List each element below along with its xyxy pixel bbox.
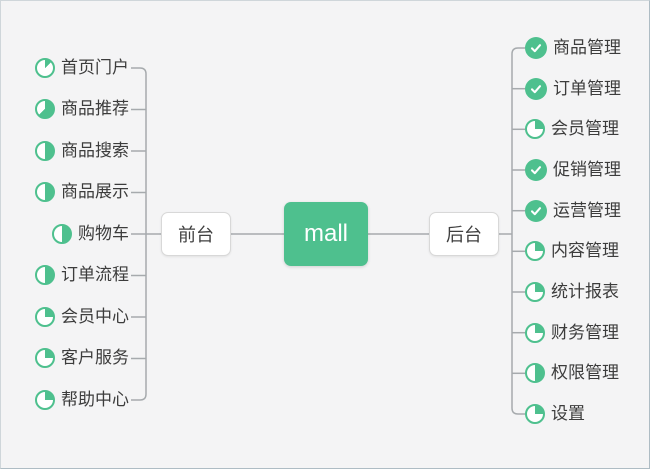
- progress-pie-icon: [525, 404, 545, 424]
- branch-node-label: 后台: [446, 225, 482, 245]
- progress-pie-icon: [35, 99, 55, 119]
- check-done-icon: [525, 200, 547, 222]
- topic-label: 内容管理: [551, 241, 619, 260]
- progress-pie-icon: [35, 265, 55, 285]
- topic-row-promotion-mgmt[interactable]: 促销管理: [525, 159, 621, 181]
- branch-node-label: 前台: [178, 225, 214, 245]
- topic-label: 首页门户: [61, 58, 129, 77]
- topic-label: 商品搜索: [61, 141, 129, 160]
- progress-pie-icon: [525, 363, 545, 383]
- topic-row-member-center[interactable]: 会员中心: [35, 306, 129, 328]
- topic-label: 财务管理: [551, 323, 619, 342]
- root-node-label: mall: [303, 220, 348, 247]
- topic-label: 促销管理: [553, 160, 621, 179]
- progress-pie-icon: [525, 282, 545, 302]
- topic-label: 订单管理: [553, 79, 621, 98]
- topic-row-order-flow[interactable]: 订单流程: [35, 264, 129, 286]
- topic-row-permission-mgmt[interactable]: 权限管理: [525, 362, 619, 384]
- topic-label: 会员管理: [551, 119, 619, 138]
- topic-row-product-mgmt[interactable]: 商品管理: [525, 37, 621, 59]
- topic-row-help-center[interactable]: 帮助中心: [35, 389, 129, 411]
- topic-row-operation-mgmt[interactable]: 运营管理: [525, 200, 621, 222]
- progress-pie-icon: [525, 119, 545, 139]
- topic-row-content-mgmt[interactable]: 内容管理: [525, 240, 619, 262]
- topic-label: 统计报表: [551, 282, 619, 301]
- topic-row-statistics-report[interactable]: 统计报表: [525, 281, 619, 303]
- topic-row-product-recommend[interactable]: 商品推荐: [35, 98, 129, 120]
- topic-row-cart[interactable]: 购物车: [52, 223, 129, 245]
- topic-row-settings[interactable]: 设置: [525, 403, 585, 425]
- topic-label: 会员中心: [61, 307, 129, 326]
- topic-label: 购物车: [78, 224, 129, 243]
- branch-node-backend[interactable]: 后台: [429, 212, 499, 256]
- branch-node-frontend[interactable]: 前台: [161, 212, 231, 256]
- topic-row-customer-service[interactable]: 客户服务: [35, 347, 129, 369]
- root-node-mall[interactable]: mall: [284, 202, 368, 266]
- topic-label: 权限管理: [551, 363, 619, 382]
- progress-pie-icon: [35, 58, 55, 78]
- check-done-icon: [525, 37, 547, 59]
- topic-label: 客户服务: [61, 348, 129, 367]
- progress-pie-icon: [52, 224, 72, 244]
- topic-label: 商品推荐: [61, 99, 129, 118]
- progress-pie-icon: [35, 390, 55, 410]
- topic-row-product-display[interactable]: 商品展示: [35, 181, 129, 203]
- topic-row-member-mgmt[interactable]: 会员管理: [525, 118, 619, 140]
- progress-pie-icon: [525, 323, 545, 343]
- progress-pie-icon: [35, 348, 55, 368]
- topic-label: 设置: [551, 404, 585, 423]
- progress-pie-icon: [35, 307, 55, 327]
- progress-pie-icon: [35, 141, 55, 161]
- check-done-icon: [525, 159, 547, 181]
- progress-pie-icon: [525, 241, 545, 261]
- topic-row-home-portal[interactable]: 首页门户: [35, 57, 129, 79]
- topic-label: 商品展示: [61, 182, 129, 201]
- check-done-icon: [525, 78, 547, 100]
- topic-row-order-mgmt[interactable]: 订单管理: [525, 78, 621, 100]
- topic-label: 商品管理: [553, 38, 621, 57]
- topic-row-finance-mgmt[interactable]: 财务管理: [525, 322, 619, 344]
- topic-label: 帮助中心: [61, 390, 129, 409]
- topic-label: 运营管理: [553, 201, 621, 220]
- progress-pie-icon: [35, 182, 55, 202]
- topic-label: 订单流程: [61, 265, 129, 284]
- topic-row-product-search[interactable]: 商品搜索: [35, 140, 129, 162]
